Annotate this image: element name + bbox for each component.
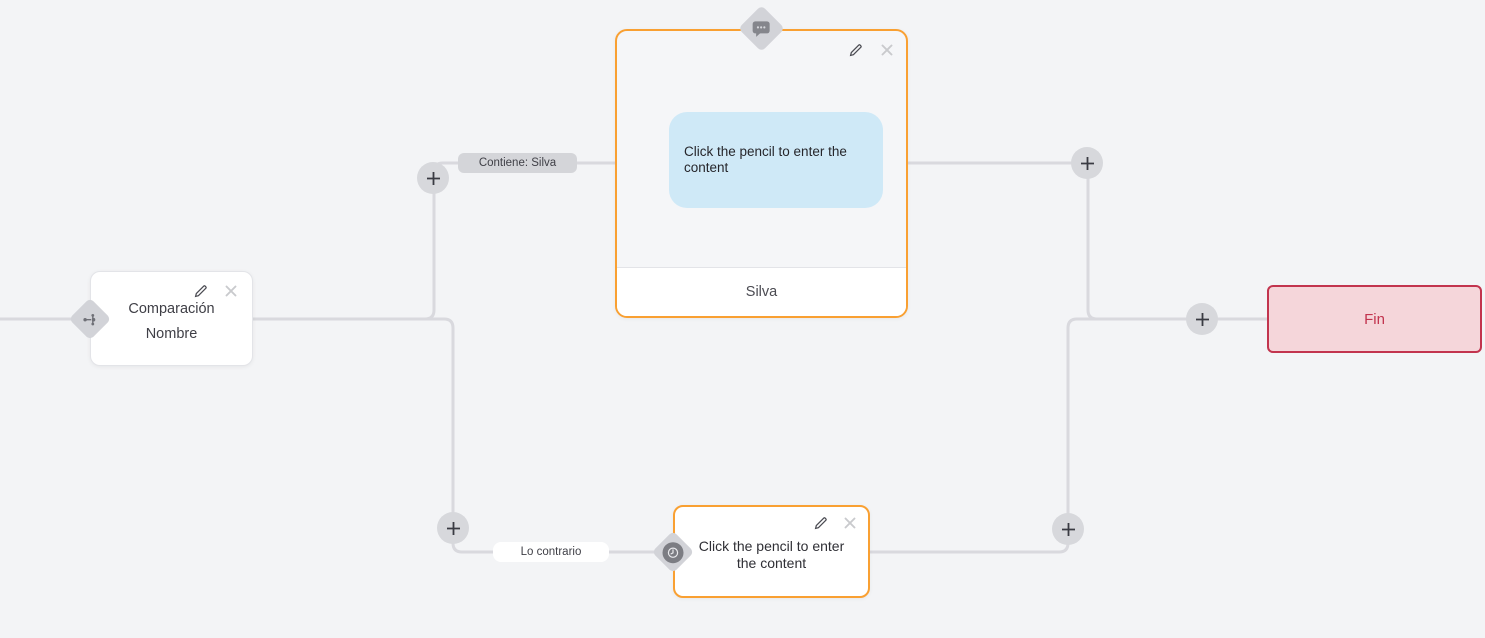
edge-comparison-to-delay	[253, 317, 661, 554]
node-delay[interactable]: Click the pencil to enter the content	[673, 505, 870, 598]
delay-node-badge	[651, 530, 695, 574]
message-node-badge	[738, 5, 785, 52]
add-node-button-message-out[interactable]	[1071, 147, 1103, 179]
node-end[interactable]: Fin	[1267, 285, 1482, 353]
close-icon[interactable]	[223, 283, 239, 299]
node-comparison[interactable]: Comparación Nombre	[90, 271, 253, 366]
comparison-title: Comparación	[128, 301, 215, 317]
pencil-icon[interactable]	[848, 42, 864, 58]
pencil-icon[interactable]	[813, 515, 829, 531]
clock-icon	[662, 541, 684, 563]
edge-delay-to-end	[870, 317, 1267, 554]
add-node-button-bottom-branch[interactable]	[437, 512, 469, 544]
pencil-icon[interactable]	[193, 283, 209, 299]
edge-message-to-end	[908, 161, 1267, 321]
plus-icon	[426, 171, 440, 185]
add-node-button-delay-out[interactable]	[1052, 513, 1084, 545]
branch-icon	[82, 311, 99, 328]
delay-content-placeholder: Click the pencil to enter the content	[698, 538, 845, 572]
node-message[interactable]: Click the pencil to enter the content Si…	[615, 29, 908, 318]
add-node-button-before-end[interactable]	[1186, 303, 1218, 335]
comparison-node-badge	[68, 297, 112, 341]
chat-bubble-icon	[752, 20, 771, 38]
message-content-placeholder: Click the pencil to enter the content	[669, 112, 883, 208]
edge-label-contains[interactable]: Contiene: Silva	[458, 153, 577, 173]
message-output-label: Silva	[617, 267, 906, 316]
plus-icon	[1061, 522, 1075, 536]
plus-icon	[1195, 312, 1209, 326]
close-icon[interactable]	[879, 42, 895, 58]
end-label: Fin	[1364, 310, 1385, 328]
plus-icon	[446, 521, 460, 535]
plus-icon	[1080, 156, 1094, 170]
close-icon[interactable]	[842, 515, 858, 531]
add-node-button-top-branch[interactable]	[417, 162, 449, 194]
comparison-subtitle: Nombre	[145, 326, 198, 342]
edge-label-otherwise[interactable]: Lo contrario	[493, 542, 609, 562]
